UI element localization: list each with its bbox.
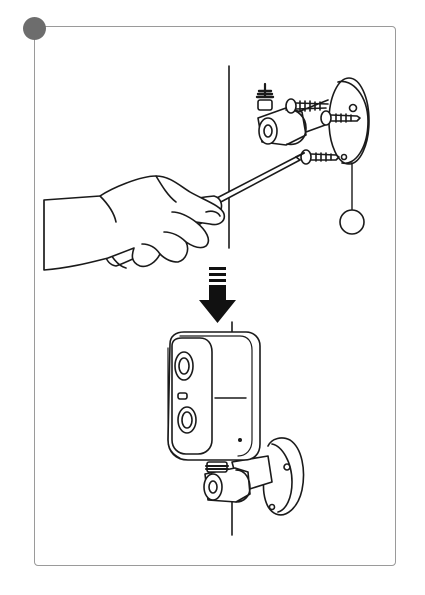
- bracket-joint-upper: [257, 84, 328, 145]
- down-arrow-icon: [199, 267, 236, 323]
- callout-circle: [340, 210, 364, 234]
- bracket-joint-lower: [204, 456, 272, 502]
- hand-icon: [44, 176, 224, 270]
- wall-mount-icon: [329, 78, 369, 210]
- camera-icon: [168, 332, 260, 460]
